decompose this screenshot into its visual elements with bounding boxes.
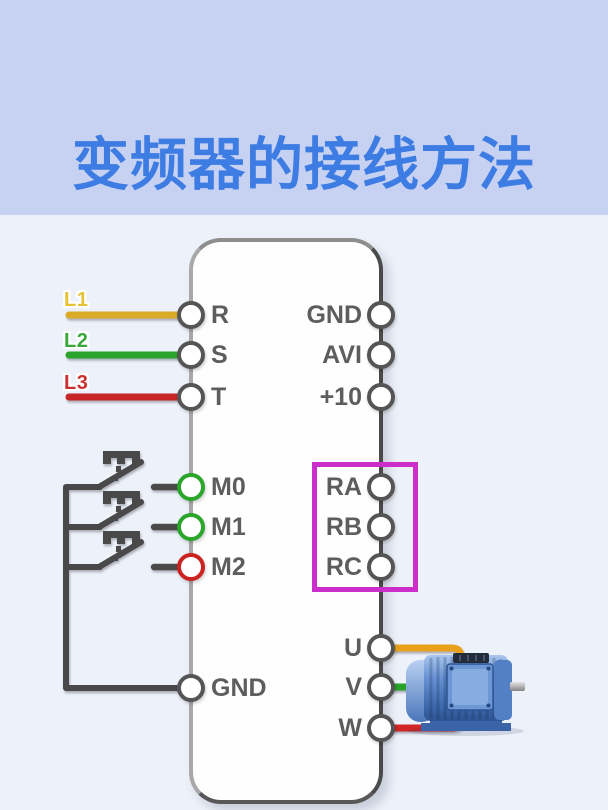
terminal-w-ring — [367, 714, 395, 742]
terminal-m2-label: M2 — [211, 553, 246, 581]
motor-junction-box-plate — [452, 669, 488, 705]
terminal-rc-ring — [367, 553, 395, 581]
terminal-v-ring — [367, 673, 395, 701]
ground-bus-wire — [63, 484, 191, 691]
terminal-avi-label: AVI — [322, 341, 362, 369]
terminal-ra-ring — [367, 473, 395, 501]
terminal-ra-label: RA — [325, 473, 362, 501]
switch-m1-lever — [96, 499, 144, 530]
terminal-rb-ring — [367, 513, 395, 541]
terminal-gnd-left-ring — [177, 674, 205, 702]
terminal-u-label: U — [343, 634, 362, 662]
terminal-v-label: V — [345, 673, 362, 701]
title-band: 变频器的接线方法 — [0, 0, 608, 215]
terminal-t-ring — [177, 383, 205, 411]
terminal-w-label: W — [338, 714, 362, 742]
phase-l3-label: L3 — [64, 372, 89, 394]
terminal-rc-label: RC — [325, 553, 362, 581]
terminal-rb-label: RB — [325, 513, 362, 541]
motor-right-cap — [494, 660, 512, 720]
motor-shaft — [510, 682, 525, 691]
switch-m0 — [96, 451, 190, 491]
terminal-plus10-ring — [367, 383, 395, 411]
terminal-r-label: R — [211, 301, 230, 329]
motor-grille-slits — [459, 655, 485, 661]
motor-graphic — [406, 653, 525, 736]
terminal-avi-ring — [367, 341, 395, 369]
relay-output-highlight-box — [312, 462, 418, 592]
terminal-m2-ring — [177, 553, 205, 581]
terminal-s-ring — [177, 341, 205, 369]
terminal-m0-label: M0 — [211, 473, 246, 501]
phase-l2-label: L2 — [64, 330, 89, 352]
terminal-m1-label: M1 — [211, 513, 246, 541]
terminal-gnd-right-ring — [367, 301, 395, 329]
terminal-m0-ring — [177, 473, 205, 501]
motor-junction-bolts — [449, 666, 491, 708]
switch-m0-lever — [96, 459, 144, 490]
terminal-r-ring — [177, 301, 205, 329]
switch-m2 — [96, 531, 190, 571]
switch-m1 — [96, 491, 190, 531]
terminal-gnd-left-label: GND — [211, 674, 267, 702]
terminal-u-ring — [367, 634, 395, 662]
switch-m2-lever — [96, 539, 144, 570]
terminal-gnd-right-label: GND — [306, 301, 362, 329]
page-title: 变频器的接线方法 — [72, 133, 536, 197]
phase-l1-label: L1 — [64, 289, 89, 311]
terminal-t-label: T — [211, 383, 227, 411]
terminal-m1-ring — [177, 513, 205, 541]
motor-top-grille — [453, 653, 489, 663]
terminal-plus10-label: +10 — [319, 383, 362, 411]
terminal-s-label: S — [211, 341, 228, 369]
